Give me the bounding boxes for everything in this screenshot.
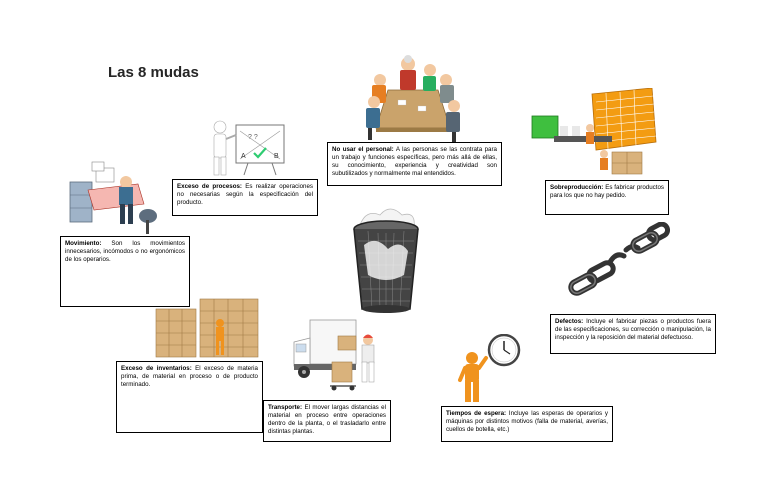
- svg-text:B: B: [274, 153, 279, 160]
- factory-boxes-illustration: [531, 88, 657, 175]
- card-movimiento: Movimiento: Son los movimientos innecesa…: [60, 236, 190, 307]
- svg-text:? ?: ? ?: [248, 134, 258, 141]
- card-text: Es realizar operaciones no necesarias se…: [177, 183, 313, 206]
- svg-text:A: A: [241, 153, 246, 160]
- card-label: Sobreproducción:: [550, 184, 604, 191]
- stressed-worker-desk-illustration: [69, 161, 157, 234]
- delivery-truck-illustration: [293, 319, 375, 391]
- presenter-with-board-icon: ? ? A B: [213, 120, 285, 176]
- wastebasket-icon: [353, 208, 419, 313]
- card-no-usar-personal: No usar el personal: A las personas se l…: [327, 142, 502, 186]
- card-defectos: Defectos: Incluye el fabricar piezas o p…: [550, 314, 716, 354]
- card-text: El mover largas distancias el material e…: [268, 404, 386, 435]
- card-text: Es fabricar productos para los que no ha…: [550, 184, 664, 199]
- card-sobreproduccion: Sobreproducción: Es fabricar productos p…: [545, 180, 669, 215]
- broken-chain-icon: [568, 222, 670, 296]
- card-text: Incluye el fabricar piezas o productos f…: [555, 318, 711, 341]
- card-label: No usar el personal:: [332, 146, 394, 153]
- box-stack-worker-illustration: [155, 298, 259, 358]
- card-label: Tiempos de espera:: [446, 410, 507, 417]
- meeting-illustration: [366, 55, 460, 142]
- waiting-figure-clock-illustration: [458, 334, 521, 402]
- card-exceso-procesos: Exceso de procesos: Es realizar operacio…: [172, 179, 318, 216]
- page-title: Las 8 mudas: [108, 64, 199, 81]
- card-text: A las personas se las contrata para un t…: [332, 146, 497, 177]
- card-exceso-inventarios: Exceso de inventarios: El exceso de mate…: [116, 361, 263, 433]
- card-label: Movimiento:: [65, 240, 102, 247]
- card-label: Defectos:: [555, 318, 584, 325]
- card-transporte: Transporte: El mover largas distancias e…: [263, 400, 391, 442]
- card-tiempos-espera: Tiempos de espera: Incluye las esperas d…: [441, 406, 613, 442]
- card-text: El exceso de materia prima, de material …: [121, 365, 258, 388]
- card-text: Son los movimientos innecesarios, incómo…: [65, 240, 185, 263]
- card-label: Exceso de procesos:: [177, 183, 242, 190]
- card-label: Exceso de inventarios:: [121, 365, 192, 372]
- card-text: Incluye las esperas de operarios y máqui…: [446, 410, 608, 433]
- card-label: Transporte:: [268, 404, 303, 411]
